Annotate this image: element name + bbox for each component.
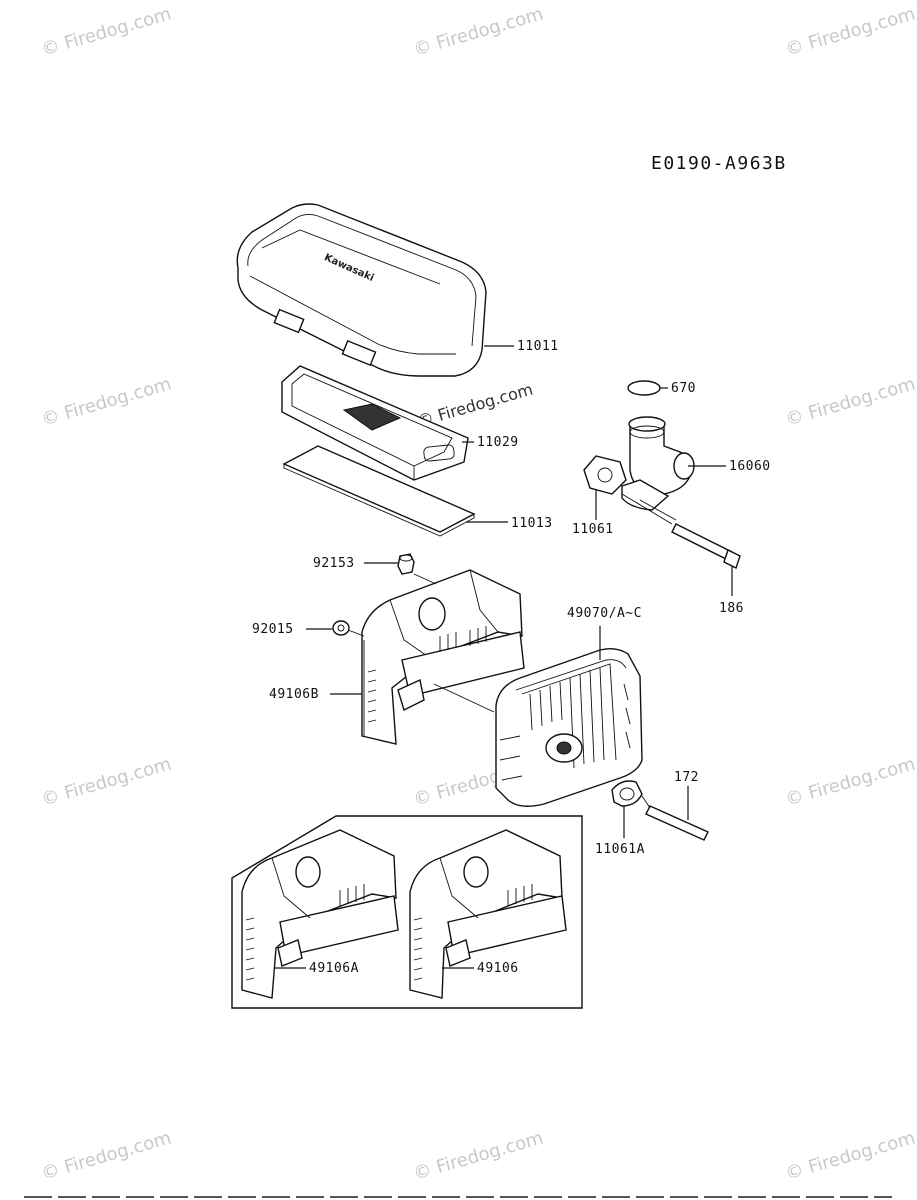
diagram-code: E0190-A963B xyxy=(651,153,787,174)
elbow xyxy=(621,416,695,511)
part-label: 11013 xyxy=(511,516,553,531)
muffler-guard xyxy=(409,829,567,999)
air-filter xyxy=(281,365,469,481)
part-label: 49070/A~C xyxy=(567,606,642,621)
part-label: 92015 xyxy=(252,622,294,637)
bolt-186 xyxy=(671,523,741,569)
muffler xyxy=(495,647,643,807)
part-label: 49106 xyxy=(477,961,519,976)
part-label: 670 xyxy=(671,381,696,396)
part-label: 92153 xyxy=(313,556,355,571)
part-label: 11011 xyxy=(517,339,559,354)
part-label: 49106A xyxy=(309,961,359,976)
part-label: 172 xyxy=(674,770,699,785)
part-label: 11029 xyxy=(477,435,519,450)
air-cleaner-cover xyxy=(236,203,487,377)
muffler-guard-b xyxy=(361,569,525,745)
part-label: 16060 xyxy=(729,459,771,474)
washer xyxy=(332,620,350,636)
dashed-guides xyxy=(347,493,677,809)
o-ring xyxy=(627,380,661,396)
muffler-guard-a xyxy=(241,829,399,999)
leader-lines xyxy=(274,345,733,969)
bottom-strip xyxy=(24,1196,892,1198)
part-label: 11061 xyxy=(572,522,614,537)
bolt-92153 xyxy=(397,553,415,575)
stud xyxy=(645,805,709,841)
part-label: 49106B xyxy=(269,687,319,702)
gasket-a xyxy=(611,780,643,807)
gasket xyxy=(583,455,627,495)
variant-box xyxy=(231,815,583,1009)
part-label: 186 xyxy=(719,601,744,616)
part-label: 11061A xyxy=(595,842,645,857)
